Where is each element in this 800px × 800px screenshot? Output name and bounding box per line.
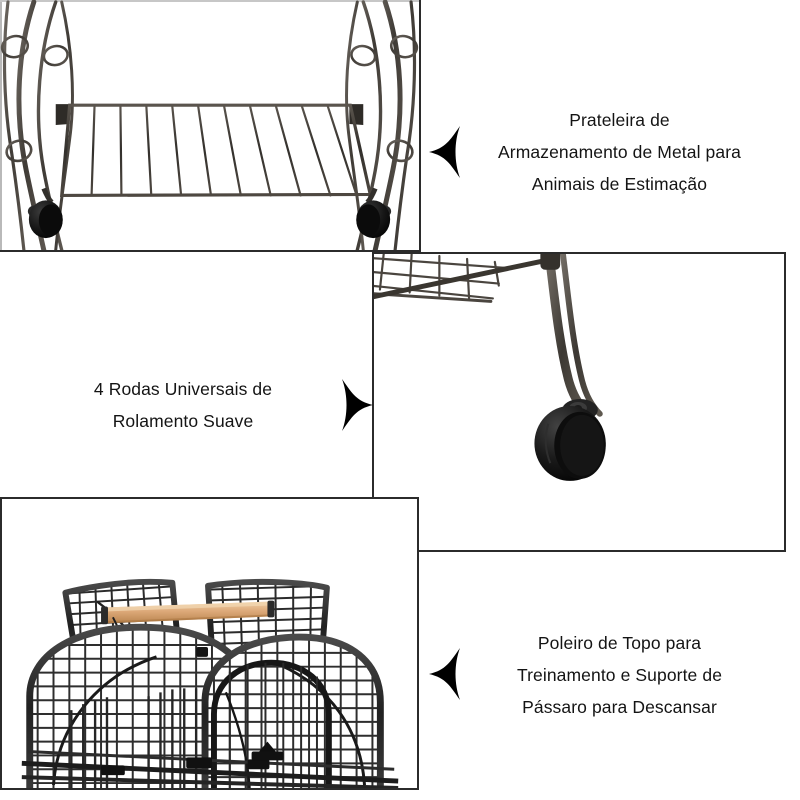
- caption-shelf-line-3: Animais de Estimação: [531, 174, 708, 194]
- caption-wheels: 4 Rodas Universais de Rolamento Suave: [28, 373, 338, 437]
- panel-cage-photo: [0, 497, 419, 790]
- caster-left: [27, 187, 63, 239]
- caption-shelf-line-2: Armazenamento de Metal para: [498, 142, 741, 162]
- caption-wheels-line-1: 4 Rodas Universais de: [93, 379, 273, 399]
- panel-shelf-photo: [0, 0, 421, 252]
- caster-wheel-illustration: [374, 254, 606, 481]
- panel-caster-photo: [372, 252, 786, 552]
- caption-perch-line-2: Treinamento e Suporte de: [516, 665, 723, 685]
- cage-door: [210, 659, 332, 788]
- caption-shelf-line-1: Prateleira de: [569, 110, 670, 130]
- caption-shelf: Prateleira de Armazenamento de Metal par…: [447, 104, 792, 200]
- panel-shelf-left-edge: [0, 0, 2, 250]
- metal-shelf-illustration: [0, 0, 419, 250]
- wooden-perch: [101, 600, 275, 625]
- cage-base-rails: [21, 750, 399, 788]
- caption-wheels-line-2: Rolamento Suave: [112, 411, 254, 431]
- panel-shelf-top-edge: [0, 0, 419, 2]
- caster-right: [356, 187, 392, 239]
- cage-top-perch-illustration: [21, 578, 399, 788]
- caption-perch-line-1: Poleiro de Topo para: [537, 633, 702, 653]
- caption-perch: Poleiro de Topo para Treinamento e Supor…: [447, 627, 792, 723]
- caption-perch-line-3: Pássaro para Descansar: [522, 697, 717, 717]
